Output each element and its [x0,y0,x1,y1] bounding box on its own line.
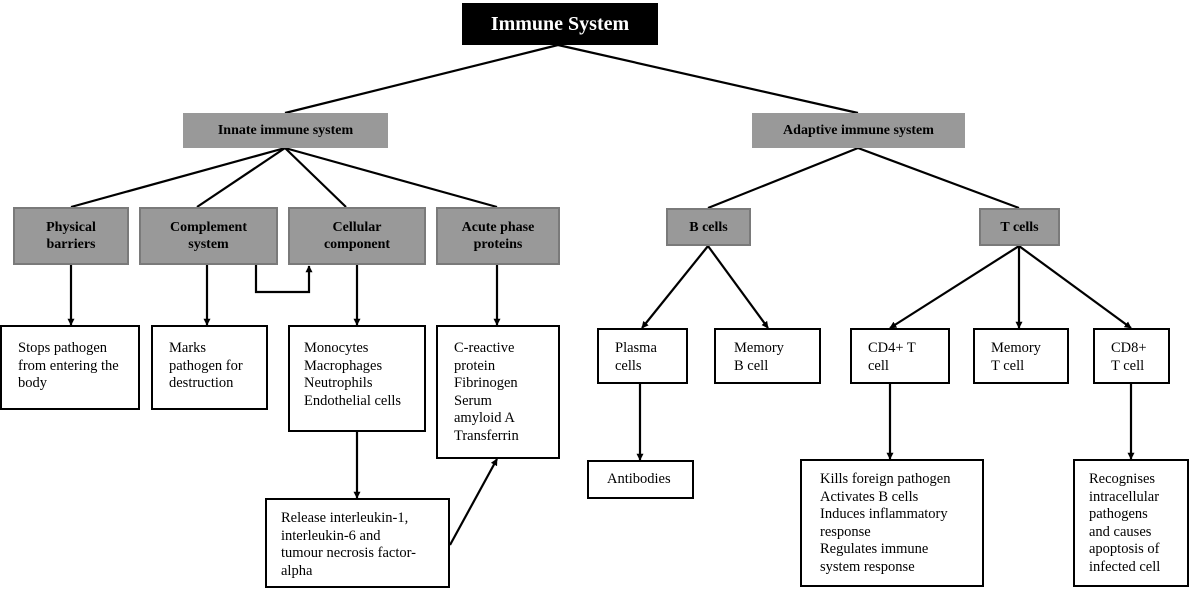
acute-phase-proteins-node: Acute phase proteins [436,207,560,265]
line-adaptive-to-tcells [857,146,1020,210]
cytokine-release-detail: Release interleukin-1, interleukin-6 and… [265,498,450,588]
cd8-t-cell-detail: Recognises intracellular pathogens and c… [1073,459,1189,587]
memory-t-cell-node: Memory T cell [973,328,1069,384]
arrow-complement-to-cellular [254,265,313,294]
memory-b-cell-node: Memory B cell [714,328,821,384]
complement-system-detail: Marks pathogen for destruction [151,325,268,410]
cd4-t-cell-node: CD4+ T cell [850,328,950,384]
cd8-t-cell-node: CD8+ T cell [1093,328,1170,384]
line-innate-to-cellular [284,147,347,208]
t-cells-node: T cells [979,208,1060,246]
line-adaptive-to-bcells [707,146,859,210]
arrow-release-to-acute [449,458,498,546]
arrow-tcells-to-cd4 [889,245,1020,329]
physical-barriers-detail: Stops pathogen from entering the body [0,325,140,410]
arrow-tcells-to-cd8 [1018,245,1132,329]
cellular-component-node: Cellular component [288,207,426,265]
plasma-cells-node: Plasma cells [597,328,688,384]
adaptive-immune-system-node: Adaptive immune system [752,113,965,148]
b-cells-node: B cells [666,208,751,246]
line-innate-to-physical [70,146,286,209]
cellular-component-detail: Monocytes Macrophages Neutrophils Endoth… [288,325,426,432]
line-title-to-adaptive [557,43,859,115]
line-title-to-innate [284,43,559,115]
arrow-bcells-to-plasma [641,245,709,329]
diagram-title: Immune System [462,3,658,45]
arrow-bcells-to-memory [707,245,769,329]
line-innate-to-acute [284,146,498,209]
line-innate-to-complement [196,147,286,208]
cd4-t-cell-detail: Kills foreign pathogen Activates B cells… [800,459,984,587]
antibodies-node: Antibodies [587,460,694,499]
complement-system-node: Complement system [139,207,278,265]
acute-phase-proteins-detail: C-reactive protein Fibrinogen Serum amyl… [436,325,560,459]
physical-barriers-node: Physical barriers [13,207,129,265]
innate-immune-system-node: Innate immune system [183,113,388,148]
